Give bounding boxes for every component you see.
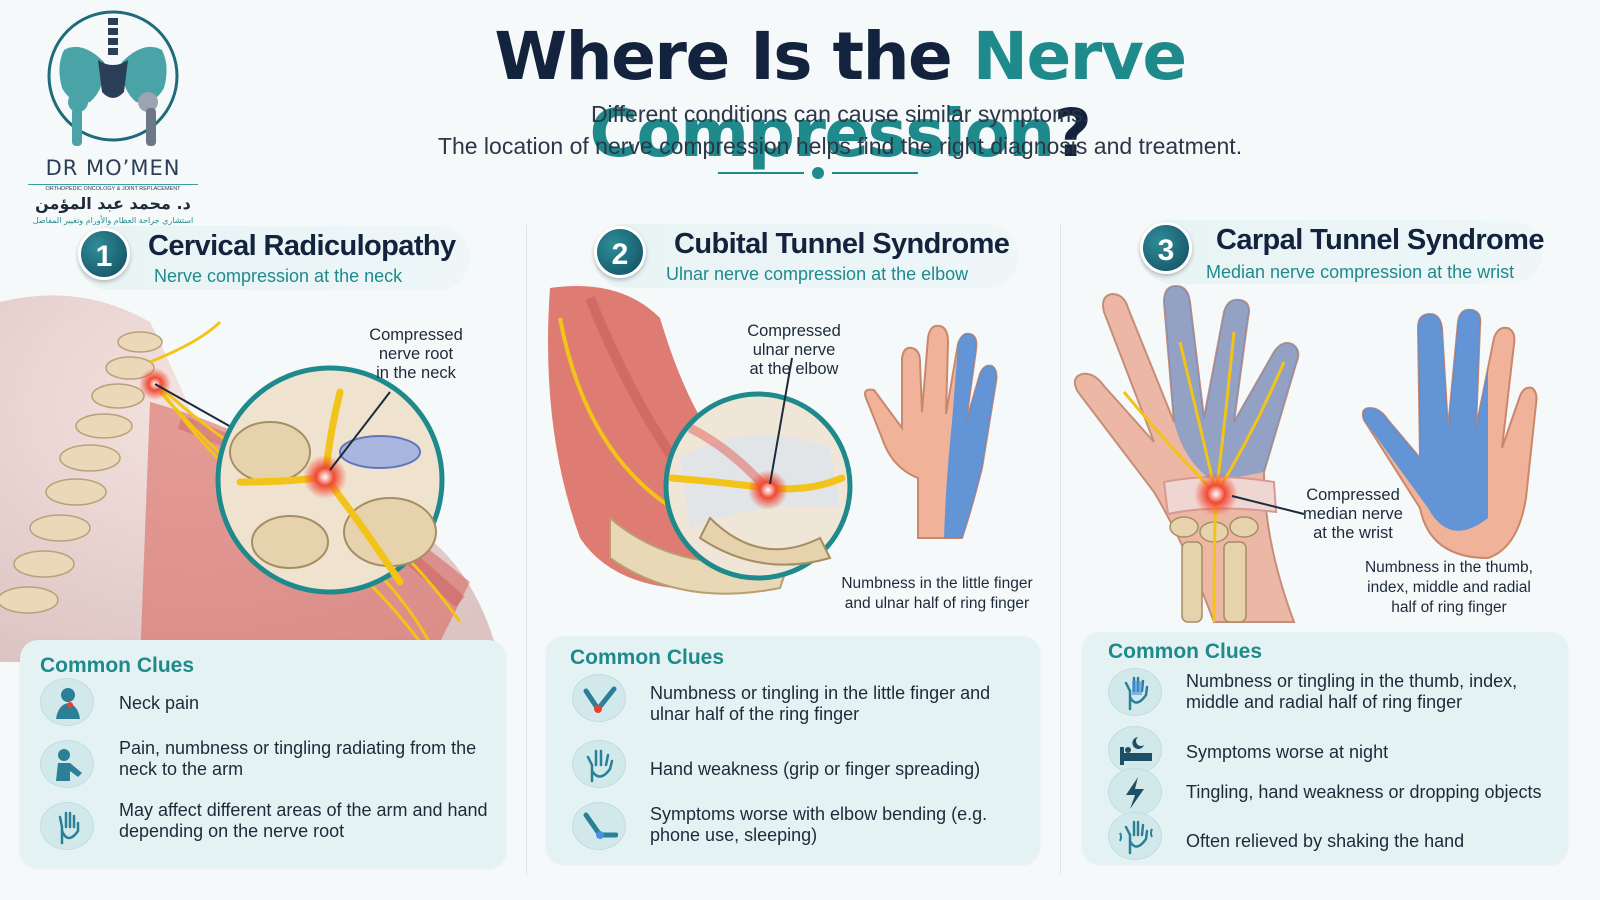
clue-text: Neck pain [119, 693, 200, 713]
carpal-tunnel-column: 3 Carpal Tunnel Syndrome Median nerve co… [1064, 212, 1600, 882]
condition-subtitle: Ulnar nerve compression at the elbow [666, 264, 969, 284]
cubital-tunnel-column: 2 Cubital Tunnel Syndrome Ulnar nerve co… [530, 212, 1058, 882]
neck-pain-icon [40, 678, 94, 726]
hand-tingle-icon [1108, 668, 1162, 716]
shaking-hand-icon [1108, 812, 1162, 860]
condition-header: 1 Cervical Radiculopathy Nerve compressi… [78, 226, 470, 290]
elbow-icon [572, 674, 626, 722]
elbow-bending-icon [572, 802, 626, 850]
callout-line: Compressed [1306, 486, 1400, 504]
column-divider [526, 225, 527, 875]
clue-text: May affect different areas of the arm an… [119, 800, 488, 841]
logo-arabic-name: د. محمد عبد المؤمن [35, 194, 191, 213]
arm-pain-icon [40, 740, 94, 788]
clue-text: Numbness or tingling in the little finge… [650, 683, 991, 724]
clue-text: Pain, numbness or tingling radiating fro… [119, 738, 477, 779]
lightning-icon [1108, 768, 1162, 816]
condition-subtitle: Median nerve compression at the wrist [1206, 262, 1515, 282]
caption-line: and ulnar half of ring finger [844, 595, 1030, 612]
clues-title: Common Clues [1108, 640, 1263, 663]
common-clues-panel: Common Clues Numbness or tingling in the… [546, 636, 1040, 864]
page-title: Where Is the Nerve Compression? [300, 18, 1380, 172]
callout-line: Compressed [747, 322, 841, 340]
wrist-anatomy-illustration [1073, 284, 1538, 623]
neck-callout: Compressed nerve root in the neck [356, 326, 476, 383]
clue-text: Symptoms worse with elbow bending (e.g. … [650, 804, 988, 845]
caption-line: Numbness in the little finger [841, 575, 1033, 592]
clue-text: Symptoms worse at night [1186, 742, 1389, 762]
condition-header: 3 Carpal Tunnel Syndrome Median nerve co… [1140, 220, 1544, 284]
clue-text: Often relieved by shaking the hand [1186, 831, 1465, 851]
common-clues-panel: Common Clues Neck pain Pain, numbness or… [20, 640, 506, 868]
callout-line: Compressed [369, 326, 463, 344]
title-accent: Nerve Compression [589, 18, 1188, 172]
caption-line: half of ring finger [1391, 599, 1507, 616]
elbow-callout: Compressed ulnar nerve at the elbow [734, 322, 854, 379]
condition-number: 2 [594, 226, 646, 278]
callout-line: in the neck [376, 364, 456, 382]
callout-line: at the elbow [749, 360, 839, 378]
condition-number: 3 [1140, 222, 1192, 274]
clue-text: Tingling, hand weakness or dropping obje… [1186, 782, 1542, 802]
callout-line: at the wrist [1313, 524, 1393, 542]
logo-name: DR MO’MEN [45, 156, 181, 180]
callout-line: median nerve [1303, 505, 1403, 523]
clues-title: Common Clues [40, 654, 195, 677]
condition-title: Carpal Tunnel Syndrome [1216, 224, 1544, 256]
condition-header: 2 Cubital Tunnel Syndrome Ulnar nerve co… [594, 224, 1019, 288]
column-divider [1060, 225, 1061, 875]
neck-anatomy-illustration [0, 295, 500, 662]
numbness-caption: Numbness in the thumb, index, middle and… [1356, 558, 1542, 618]
callout-line: ulnar nerve [752, 341, 836, 359]
clue-text: Numbness or tingling in the thumb, index… [1186, 671, 1518, 712]
cervical-radiculopathy-column: 1 Cervical Radiculopathy Nerve compressi… [0, 212, 525, 882]
pelvis-logo-icon [47, 10, 179, 146]
logo: DR MO’MEN ORTHOPEDIC ONCOLOGY & JOINT RE… [28, 10, 198, 225]
arm-hand-icon [40, 802, 94, 850]
caption-line: index, middle and radial [1367, 579, 1531, 596]
callout-line: nerve root [378, 345, 454, 363]
elbow-anatomy-illustration [548, 286, 998, 595]
condition-title: Cervical Radiculopathy [148, 230, 456, 262]
title-end: ? [1053, 95, 1092, 172]
night-bed-icon [1108, 726, 1162, 774]
numbness-caption: Numbness in the little finger and ulnar … [830, 574, 1044, 614]
logo-subtitle: ORTHOPEDIC ONCOLOGY & JOINT REPLACEMENT [28, 184, 198, 192]
header-divider [718, 164, 918, 182]
subtitle-line-2: The location of nerve compression helps … [437, 133, 1243, 159]
condition-title: Cubital Tunnel Syndrome [674, 228, 1010, 260]
hand-weakness-icon [572, 740, 626, 788]
subtitle-line-1: Different conditions can cause similar s… [590, 101, 1090, 127]
clues-title: Common Clues [570, 646, 725, 669]
wrist-callout: Compressed median nerve at the wrist [1300, 486, 1406, 543]
common-clues-panel: Common Clues Numbness or tingling in the… [1082, 632, 1568, 864]
condition-number: 1 [78, 228, 130, 280]
clue-text: Hand weakness (grip or finger spreading) [650, 759, 981, 779]
logo-arabic-subtitle: استشاري جراحة العظام والأورام وتغيير الم… [32, 216, 194, 225]
condition-subtitle: Nerve compression at the neck [154, 266, 403, 286]
caption-line: Numbness in the thumb, [1364, 559, 1533, 576]
title-part1: Where Is the [494, 18, 973, 95]
page-subtitle: Different conditions can cause similar s… [300, 98, 1380, 162]
